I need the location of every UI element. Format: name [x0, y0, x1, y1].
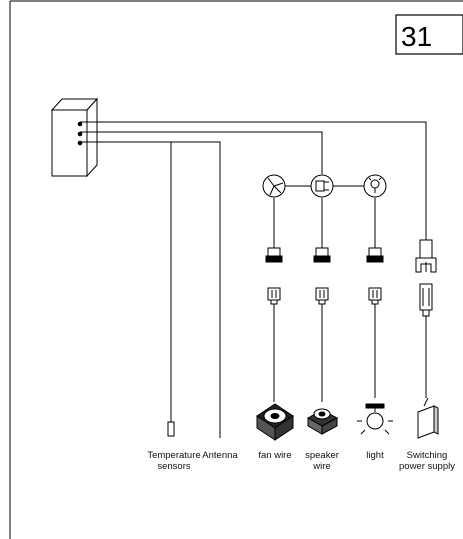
speaker-symbol-icon: [310, 174, 334, 198]
fan-icon: [256, 403, 294, 441]
power-connector-female-icon: [415, 239, 437, 273]
labels: Temperature sensors Antenna fan wire spe…: [147, 450, 455, 472]
fan-label: fan wire: [258, 450, 291, 461]
speaker-icon: [306, 408, 339, 435]
temperature-label-line2: sensors: [157, 461, 191, 472]
lower-connectors: [267, 283, 433, 317]
temperature-label-line1: Temperature: [147, 450, 200, 461]
fan-connector-female-icon: [265, 247, 283, 263]
light-bulb-icon: [357, 403, 393, 435]
speaker-label-line1: speaker: [305, 450, 339, 461]
light-symbol-icon: [363, 174, 387, 198]
power-label-line2: power supply: [399, 461, 455, 472]
upper-connectors: [265, 239, 437, 273]
page-number: 31: [401, 21, 432, 52]
light-label: light: [366, 450, 384, 461]
page-frame: [9, 0, 463, 539]
page-number-box: 31: [395, 14, 463, 55]
fan-connector-male-icon: [267, 287, 281, 305]
power-label-line1: Switching: [407, 450, 448, 461]
light-connector-male-icon: [368, 287, 382, 305]
wires: [80, 121, 427, 422]
fan-symbol-icon: [262, 174, 286, 198]
antenna-label: Antenna: [202, 450, 238, 461]
speaker-label-line2: wire: [312, 461, 330, 472]
speaker-connector-female-icon: [313, 247, 331, 263]
temperature-sensor-icon: [167, 421, 175, 437]
controller-board: [50, 97, 99, 178]
power-connector-male-icon: [419, 283, 433, 317]
speaker-connector-male-icon: [315, 287, 329, 305]
light-connector-female-icon: [366, 247, 384, 263]
power-supply-icon: [417, 397, 439, 439]
